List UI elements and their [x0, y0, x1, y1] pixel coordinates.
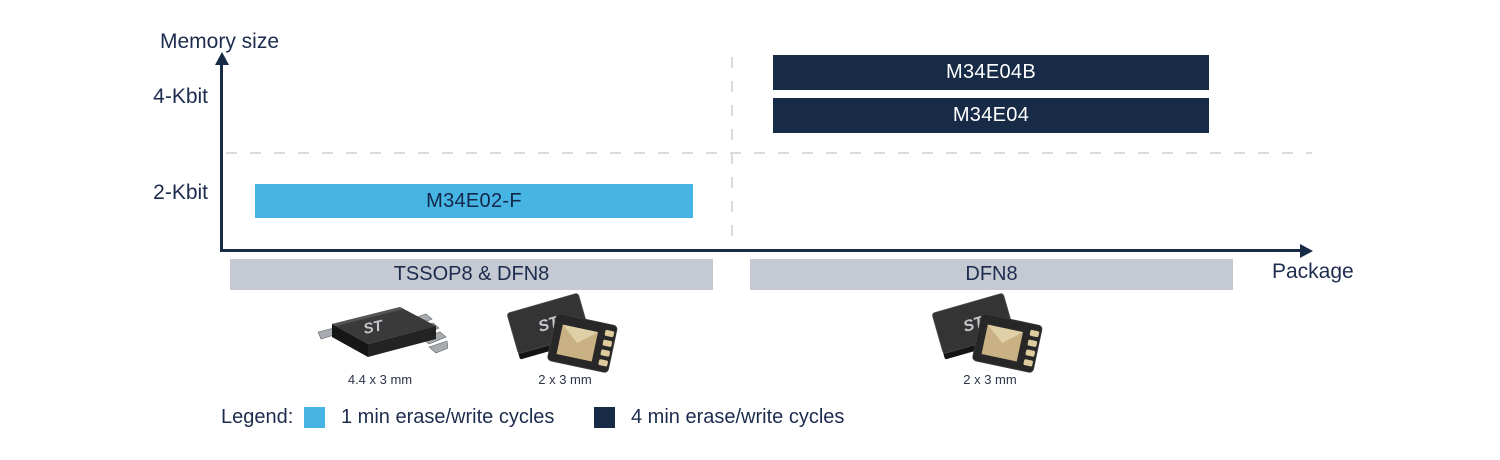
bar-m34e04: M34E04: [773, 98, 1209, 133]
column-separator-dashed-line: [731, 57, 733, 248]
legend-title: Legend:: [221, 406, 294, 428]
dfn8-chip-image: ST: [925, 292, 1055, 376]
dfn8-dimensions-label: 2 x 3 mm: [538, 372, 592, 387]
st-logo: ST: [362, 317, 386, 338]
dfn8-chip-graphic: ST: [932, 293, 1043, 373]
dfn8-chip-graphic: ST: [507, 293, 618, 373]
tssop8-chip-graphic: ST: [317, 307, 449, 357]
dfn8-dimensions-label: 2 x 3 mm: [963, 372, 1017, 387]
package-band-dfn8: DFN8: [750, 259, 1233, 290]
x-axis-title: Package: [1272, 260, 1354, 283]
x-axis-line: [220, 249, 1301, 252]
bar-m34e02f: M34E02-F: [255, 184, 693, 218]
bar-m34e04b: M34E04B: [773, 55, 1209, 90]
y-axis-arrow-icon: [214, 52, 229, 65]
tssop8-chip-image: ST: [312, 300, 449, 372]
legend-swatch-4min: [594, 407, 615, 428]
legend-label-4min: 4 min erase/write cycles: [631, 406, 845, 428]
y-axis-title: Memory size: [160, 30, 280, 53]
package-band-tssop8-dfn8: TSSOP8 & DFN8: [230, 259, 713, 290]
legend-swatch-1min: [304, 407, 325, 428]
legend-label-1min: 1 min erase/write cycles: [341, 406, 555, 428]
dfn8-chip-image: ST: [500, 292, 630, 376]
x-axis-arrow-icon: [1300, 243, 1313, 258]
row-separator-dashed-line: [226, 152, 1312, 154]
y-axis-line: [220, 63, 223, 251]
y-tick-2kbit: 2-Kbit: [153, 181, 208, 204]
tssop8-dimensions-label: 4.4 x 3 mm: [347, 372, 413, 387]
y-tick-4kbit: 4-Kbit: [153, 85, 208, 108]
